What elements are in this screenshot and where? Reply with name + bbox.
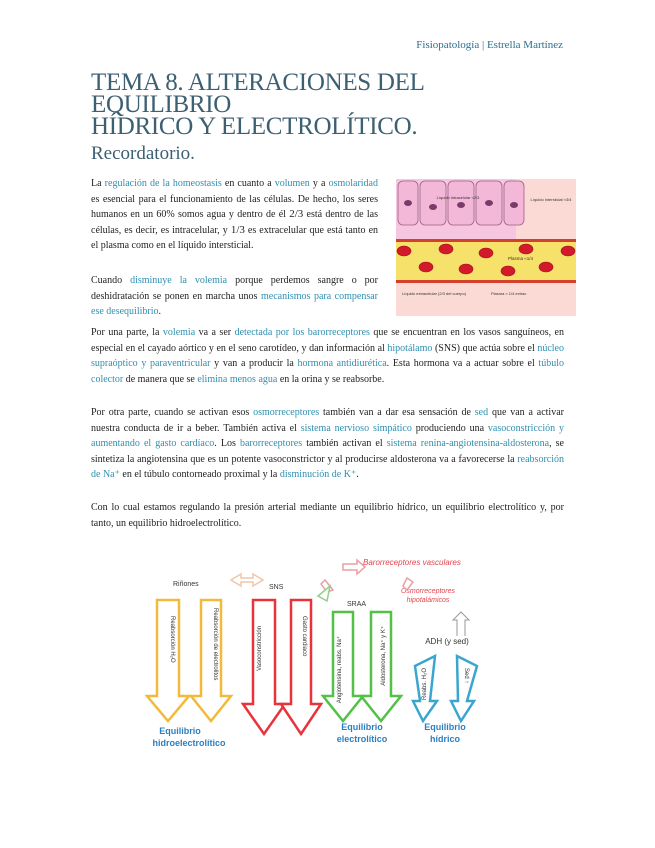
interstitial-label: Líquido intersticial ≈3/4	[531, 197, 573, 202]
body-fluid-compartments-figure: Líquido intersticial ≈3/4 Líquido intrac…	[396, 179, 576, 316]
arrow-text-1: Reabsorción H₂O	[169, 616, 175, 663]
arrow-text-2: Reabsorción de electrolitos	[212, 608, 218, 680]
plasma-label: Plasma ≈1/4	[508, 256, 533, 261]
rinones-label: Riñones	[173, 581, 199, 588]
paragraph-osmorreceptores: Por otra parte, cuando se activan esos o…	[91, 407, 564, 480]
paragraph-intro: La regulación de la homeostasis en cuant…	[91, 178, 379, 251]
fraction-two-thirds: 2/3	[289, 208, 304, 220]
paragraph-barorreceptores: Por una parte, la volemia va a ser detec…	[91, 327, 564, 385]
adh-label: ADH (y sed)	[425, 637, 469, 646]
intracellular-label: Líquido intracelular ≈2/3	[437, 195, 480, 200]
arrow-text-6: Aldosterona, Na⁺ y K⁺	[380, 626, 387, 686]
section-heading: Recordatorio.	[91, 143, 195, 164]
title-line-1: TEMA 8. ALTERACIONES DEL EQUILIBRIO	[91, 69, 424, 118]
arrow-text-8: Sed ↑	[463, 668, 469, 683]
arrow-text-5: Angiotensina, reabs. Na⁺	[336, 636, 343, 703]
eq-electrolitico-1: Equilibrio	[341, 722, 383, 732]
eq-hidrico-2: hídrico	[430, 734, 461, 744]
osmo-label-1: Osmorreceptores	[401, 588, 456, 595]
eq-electrolitico-2: electrolítico	[337, 734, 388, 744]
regulation-diagram: Barorreceptores vasculares Osmorreceptor…	[145, 558, 479, 748]
eq-hidroelectrolitico-1: Equilibrio	[159, 726, 201, 736]
eq-hidrico-1: Equilibrio	[424, 722, 466, 732]
page-title: TEMA 8. ALTERACIONES DEL EQUILIBRIO HÍDR…	[91, 69, 561, 140]
osmo-label-2: hipotalámicos	[407, 597, 450, 604]
sraa-label: SRAA	[347, 601, 366, 608]
title-line-2: HÍDRICO Y ELECTROLÍTICO.	[91, 113, 418, 140]
arrow-text-7: Reabs. H₂O	[422, 668, 428, 700]
sns-label: SNS	[269, 584, 284, 591]
eq-hidroelectrolitico-2: hidroelectrolítico	[152, 738, 226, 748]
fraction-one-third: 1/3	[230, 223, 245, 236]
plasma-side-label: Plasma ≈ 1/4 extrac	[491, 291, 526, 296]
running-header: Fisiopatología | Estrella Martínez	[416, 39, 563, 51]
extracellular-label: Líquido extracelular (2/3 del cuerpo)	[402, 291, 467, 296]
arrow-text-4: Gasto cardiaco	[301, 616, 307, 657]
baro-label: Barorreceptores vasculares	[363, 558, 461, 567]
paragraph-conclusion: Con lo cual estamos regulando la presión…	[91, 502, 564, 529]
paragraph-volemia: Cuando disminuye la volemia porque perde…	[91, 275, 379, 317]
arrow-text-3: Vasoconstricción	[257, 626, 263, 671]
